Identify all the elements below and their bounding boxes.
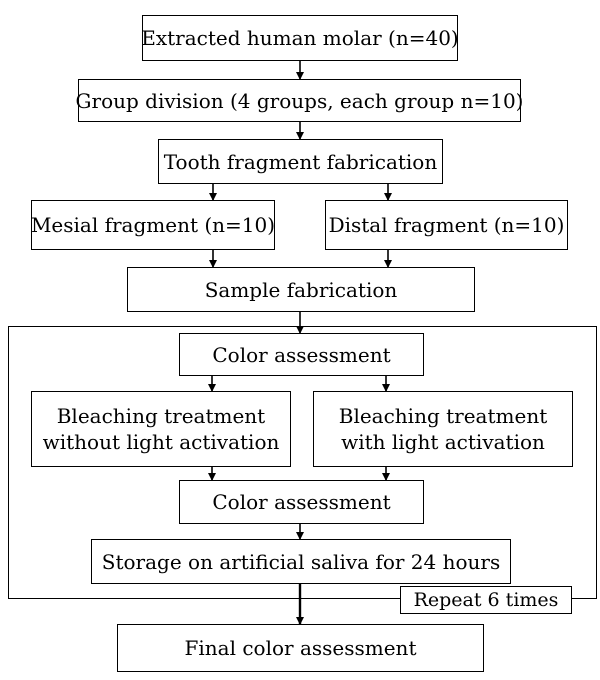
extracted-molar-box: Extracted human molar (n=40) <box>141 15 459 61</box>
bleaching-without-light-box: Bleaching treatment without light activa… <box>31 391 291 467</box>
repeat-loop-frame <box>8 326 597 599</box>
distal-fragment-box: Distal fragment (n=10) <box>325 200 568 250</box>
color-assessment-box-2: Color assessment <box>179 480 424 524</box>
bleaching-with-light-line-2: with light activation <box>341 430 545 454</box>
storage-artificial-saliva-box: Storage on artificial saliva for 24 hour… <box>91 539 511 584</box>
repeat-6-times-label: Repeat 6 times <box>400 586 572 614</box>
bleaching-with-light-line-1: Bleaching treatment <box>338 404 548 428</box>
bleaching-without-light-line-2: without light activation <box>42 430 280 454</box>
sample-fabrication-box: Sample fabrication <box>127 267 475 312</box>
color-assessment-box-1: Color assessment <box>179 333 424 376</box>
group-division-box: Group division (4 groups, each group n=1… <box>76 79 523 122</box>
final-color-assessment-box: Final color assessment <box>117 624 484 672</box>
bleaching-without-light-line-1: Bleaching treatment <box>56 404 266 428</box>
tooth-fragment-fabrication-box: Tooth fragment fabrication <box>158 139 443 184</box>
mesial-fragment-box: Mesial fragment (n=10) <box>31 200 275 250</box>
bleaching-with-light-box: Bleaching treatment with light activatio… <box>313 391 573 467</box>
